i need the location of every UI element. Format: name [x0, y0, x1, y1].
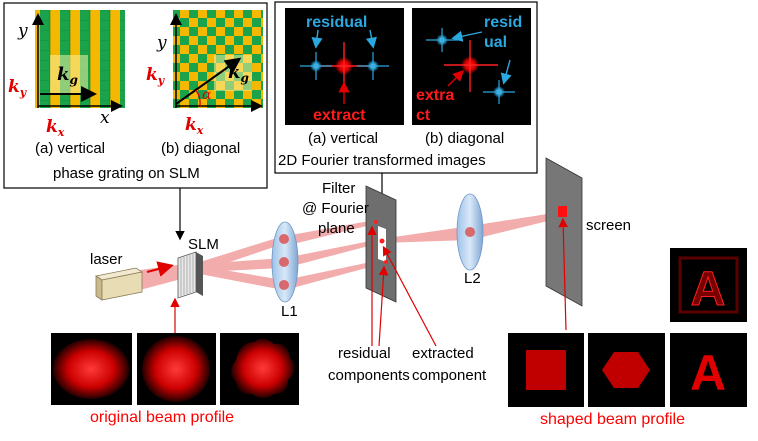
extract-label-diagonal-2: ct	[416, 107, 431, 124]
grating-caption-diagonal: (b) diagonal	[161, 140, 240, 157]
kx-label-diagonal: kx	[185, 115, 204, 137]
laser-label: laser	[90, 251, 123, 268]
residual-pointer-arrow-2	[378, 265, 389, 347]
shaped-letter-a-outline: A	[691, 263, 726, 316]
extracted-label-1: extracted	[412, 345, 474, 362]
screen-label: screen	[586, 217, 631, 234]
beam-mid-to-filter	[285, 239, 380, 268]
profile-gaussian-wide	[53, 339, 129, 399]
fourier-inset: residual extract (a) vertical resid ual …	[274, 1, 538, 174]
l2-beam-spot	[465, 227, 475, 237]
beam-filter-to-l2	[380, 226, 470, 243]
shaped-frame-letter	[670, 333, 747, 407]
laser-source	[94, 267, 144, 301]
residual-arrow-lower	[500, 59, 512, 85]
fourier-panel-vertical: residual extract (a) vertical	[285, 8, 404, 147]
slm-pixels	[180, 254, 194, 296]
angle-arc	[195, 89, 201, 107]
original-profile-caption: original beam profile	[90, 409, 234, 426]
filter-label-3: plane	[318, 220, 355, 237]
shaped-square	[526, 350, 566, 390]
profile-gaussian-round	[142, 336, 210, 402]
residual-label-vertical: residual	[306, 14, 367, 31]
l1-beam-spot-mid	[279, 257, 289, 267]
shaped-profile-caption: shaped beam profile	[540, 411, 685, 428]
screen-plate	[545, 157, 583, 307]
fourier-filter	[365, 185, 397, 303]
residual-label-2: components	[328, 367, 410, 384]
residual-label-diagonal-2: ual	[484, 34, 507, 51]
l1-label: L1	[281, 303, 298, 320]
filter-label-1: Filter	[322, 180, 355, 197]
residual-arrow-right	[365, 29, 377, 49]
shaped-profiles: A A	[508, 248, 747, 407]
fourier-inset-footer: 2D Fourier transformed images	[278, 152, 486, 169]
grating-caption-vertical: (a) vertical	[35, 140, 105, 157]
slm-side	[196, 252, 203, 296]
filter-spot-lower	[384, 260, 388, 264]
fourier-panel-diagonal: resid ual extra ct (b) diagonal	[412, 8, 531, 147]
projection-screen	[545, 157, 583, 307]
laser-output-arrow	[146, 261, 174, 277]
beam-lower-to-filter	[285, 259, 385, 290]
extract-label-vertical: extract	[313, 107, 366, 124]
residual-arrow-upper	[451, 30, 483, 42]
residual-label-1: residual	[338, 345, 391, 362]
fourier-caption-diagonal: (b) diagonal	[425, 130, 504, 147]
lens-l1	[271, 221, 299, 303]
filter-label-2: @ Fourier	[302, 200, 369, 217]
l1-beam-spot-upper	[279, 234, 289, 244]
l2-label: L2	[464, 270, 481, 287]
fourier-caption-vertical: (a) vertical	[308, 130, 378, 147]
grating-inset: y x kg ky kx (a) vertical y kg α ky kx (…	[3, 2, 268, 189]
beam-upper-to-filter	[285, 220, 375, 246]
letter-outline-box	[678, 256, 739, 314]
beam-l2-to-screen	[470, 212, 560, 240]
filter-spot-center	[379, 238, 385, 244]
grating-inset-footer: phase grating on SLM	[53, 165, 200, 182]
laser-side	[95, 275, 103, 301]
extract-label-diagonal-1: extra	[416, 87, 454, 104]
laser-front	[101, 271, 143, 301]
l1-beam-spot-lower	[279, 280, 289, 290]
filter-spot-upper	[374, 220, 378, 224]
x-axis-label: x	[100, 108, 110, 128]
alpha-label: α	[202, 87, 212, 103]
residual-arrow-left	[311, 29, 323, 49]
shaped-hexagon	[602, 352, 650, 388]
beam-mid-to-l1	[200, 258, 283, 272]
profile-distorted	[231, 338, 295, 398]
ky-label: ky	[8, 77, 28, 99]
grating-panel-diagonal: y kg α ky kx (b) diagonal	[146, 10, 263, 157]
grating-panel-vertical: y x kg ky kx (a) vertical	[8, 10, 125, 157]
extract-arrow-diagonal	[447, 70, 464, 87]
screen-shape-spot	[558, 206, 567, 217]
original-profiles	[51, 333, 299, 405]
slm-label: SLM	[188, 236, 219, 253]
kx-label: kx	[46, 117, 65, 139]
shaped-pointer-arrow	[558, 217, 568, 331]
beam-lower-to-l1	[200, 266, 283, 290]
y-axis-label-diagonal: y	[156, 33, 167, 53]
extracted-pointer-arrow	[382, 245, 437, 347]
y-axis-label: y	[17, 21, 28, 41]
slm-device	[177, 251, 203, 299]
filter-aperture	[378, 226, 386, 262]
kg-vector-arrow-diagonal	[175, 57, 242, 105]
extracted-label-2: component	[412, 367, 487, 384]
kg-label-diagonal: kg	[228, 62, 249, 85]
shaped-frame-letter-outline	[670, 248, 747, 322]
lens-l2	[456, 193, 484, 271]
ky-label-diagonal: ky	[146, 65, 166, 87]
residual-label-diagonal-1: resid	[484, 14, 522, 31]
kg-label: kg	[57, 64, 78, 87]
shaped-letter-a: A	[690, 345, 726, 401]
